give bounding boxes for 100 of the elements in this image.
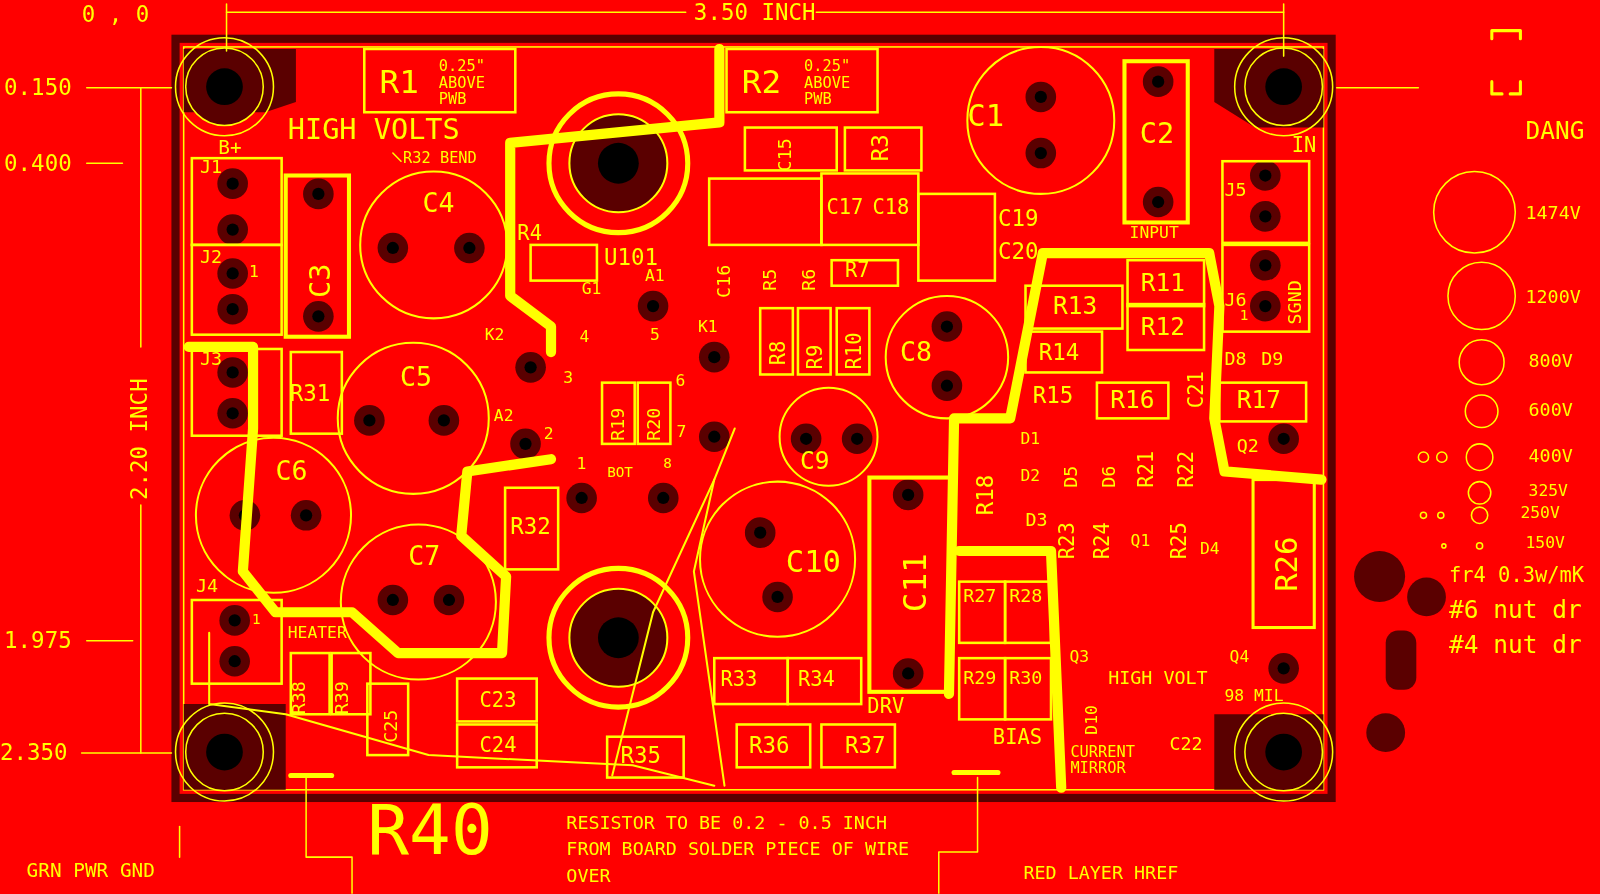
component-designator: R23 bbox=[1057, 522, 1078, 560]
dimension-value: 0.400 bbox=[4, 153, 72, 176]
component-designator: C6 bbox=[275, 457, 308, 484]
component-designator: C16 bbox=[714, 264, 733, 298]
component-designator: C9 bbox=[800, 449, 830, 474]
component-designator: K1 bbox=[697, 318, 718, 335]
component-designator: C5 bbox=[400, 363, 432, 390]
pin-number: 1 bbox=[252, 612, 261, 627]
component-designator: R19 bbox=[609, 407, 628, 441]
board-marking-text: HIGH VOLT bbox=[1108, 668, 1208, 687]
board-marking-text: 0.25" ABOVE PWB bbox=[438, 59, 486, 108]
pin-number: 6 bbox=[675, 372, 686, 389]
board-marking-text: DANG bbox=[1525, 118, 1585, 143]
component-designator: D6 bbox=[1100, 465, 1119, 488]
component-designator: G1 bbox=[581, 280, 602, 297]
board-marking-text: R32 BEND bbox=[403, 151, 477, 167]
component-designator: C4 bbox=[422, 189, 455, 217]
voltage-label: 800V bbox=[1528, 352, 1573, 371]
component-designator: C11 bbox=[897, 553, 931, 613]
component-designator: J3 bbox=[200, 350, 223, 369]
dimension-value: 0.150 bbox=[4, 76, 72, 99]
board-marking-text: DRV bbox=[867, 695, 905, 717]
component-designator: R13 bbox=[1053, 293, 1098, 319]
component-designator: R25 bbox=[1168, 522, 1189, 560]
component-designator: R40 bbox=[367, 795, 493, 866]
voltage-label: 150V bbox=[1525, 534, 1565, 551]
board-marking-text: RED LAYER HREF bbox=[1023, 863, 1179, 882]
component-designator: R7 bbox=[844, 259, 870, 280]
component-designator: J2 bbox=[200, 247, 223, 267]
board-marking-text: B+ bbox=[218, 137, 242, 158]
board-marking-text: HIGH VOLTS bbox=[287, 115, 460, 144]
component-designator: C25 bbox=[381, 709, 400, 743]
component-designator: J6 bbox=[1224, 290, 1247, 310]
component-designator: C22 bbox=[1169, 734, 1203, 754]
component-designator: R35 bbox=[620, 744, 661, 768]
voltage-label: 1474V bbox=[1525, 204, 1581, 223]
board-marking-text: #6 nut dr bbox=[1448, 597, 1582, 623]
component-designator: R28 bbox=[1009, 586, 1043, 606]
component-designator: R37 bbox=[844, 734, 886, 758]
component-designator: C15 bbox=[775, 138, 794, 172]
component-designator: J1 bbox=[200, 158, 223, 177]
component-designator: R12 bbox=[1140, 314, 1186, 339]
dimension-value: 2.20 INCH bbox=[128, 378, 151, 500]
component-designator: R10 bbox=[843, 332, 865, 370]
component-designator: A2 bbox=[493, 408, 514, 425]
pin-number: 4 bbox=[579, 328, 590, 345]
component-designator: R39 bbox=[332, 681, 351, 715]
pin-number: 1 bbox=[1239, 308, 1249, 323]
board-marking-text: 98 MIL bbox=[1224, 687, 1284, 705]
component-designator: Q3 bbox=[1069, 648, 1090, 666]
component-designator: C18 bbox=[872, 196, 910, 218]
component-designator: C3 bbox=[306, 263, 335, 298]
component-designator: R15 bbox=[1032, 384, 1074, 408]
component-designator: Q1 bbox=[1130, 532, 1151, 549]
component-designator: R11 bbox=[1140, 270, 1186, 295]
component-designator: C24 bbox=[479, 734, 517, 756]
dimension-value: 2.350 bbox=[0, 741, 68, 765]
component-designator: D4 bbox=[1200, 540, 1220, 558]
component-designator: R21 bbox=[1135, 450, 1157, 488]
board-marking-text: RESISTOR TO BE 0.2 - 0.5 INCH FROM BOARD SOLDER PIECE OF WIRE OVER bbox=[566, 810, 911, 888]
component-designator: R17 bbox=[1236, 387, 1281, 413]
component-designator: R14 bbox=[1038, 341, 1080, 365]
component-designator: R30 bbox=[1009, 668, 1043, 687]
board-marking-text: BIAS bbox=[992, 726, 1042, 747]
component-designator: R6 bbox=[800, 268, 819, 291]
component-designator: D3 bbox=[1025, 510, 1048, 529]
board-marking-text: CURRENT MIRROR bbox=[1070, 744, 1136, 778]
pin-number: 5 bbox=[650, 326, 660, 343]
component-designator: A1 bbox=[644, 267, 665, 284]
component-designator: R33 bbox=[720, 668, 758, 689]
component-designator: J4 bbox=[195, 576, 219, 595]
component-designator: D5 bbox=[1061, 465, 1080, 488]
component-designator: R38 bbox=[289, 681, 309, 715]
component-designator: R2 bbox=[741, 65, 782, 98]
component-designator: C17 bbox=[826, 196, 864, 218]
board-marking-text: GRN PWR GND bbox=[26, 860, 155, 880]
component-designator: Q2 bbox=[1236, 436, 1259, 456]
component-designator: R32 bbox=[510, 515, 551, 538]
component-designator: R16 bbox=[1110, 387, 1155, 413]
pin-number: 7 bbox=[676, 423, 687, 440]
component-designator: R20 bbox=[644, 407, 664, 441]
component-designator: D2 bbox=[1020, 467, 1041, 484]
component-designator: R34 bbox=[797, 668, 835, 689]
component-designator: R3 bbox=[869, 134, 892, 162]
board-marking-text: fr4 0.3w/mK bbox=[1448, 564, 1585, 585]
pin-number: 8 bbox=[663, 456, 672, 471]
component-designator: U101 bbox=[604, 246, 659, 270]
component-designator: R5 bbox=[760, 268, 779, 291]
component-designator: R22 bbox=[1175, 450, 1196, 488]
component-designator: C10 bbox=[785, 546, 841, 578]
pin-number: 3 bbox=[563, 369, 574, 386]
pin-number: 1 bbox=[576, 456, 587, 473]
component-designator: C2 bbox=[1139, 119, 1175, 148]
voltage-label: 1200V bbox=[1525, 287, 1581, 307]
component-designator: R36 bbox=[748, 734, 790, 758]
component-designator: D8 bbox=[1224, 350, 1247, 369]
component-designator: R26 bbox=[1271, 536, 1303, 592]
component-designator: C19 bbox=[997, 207, 1039, 230]
component-designator: D10 bbox=[1083, 705, 1100, 735]
component-designator: R9 bbox=[805, 344, 826, 370]
